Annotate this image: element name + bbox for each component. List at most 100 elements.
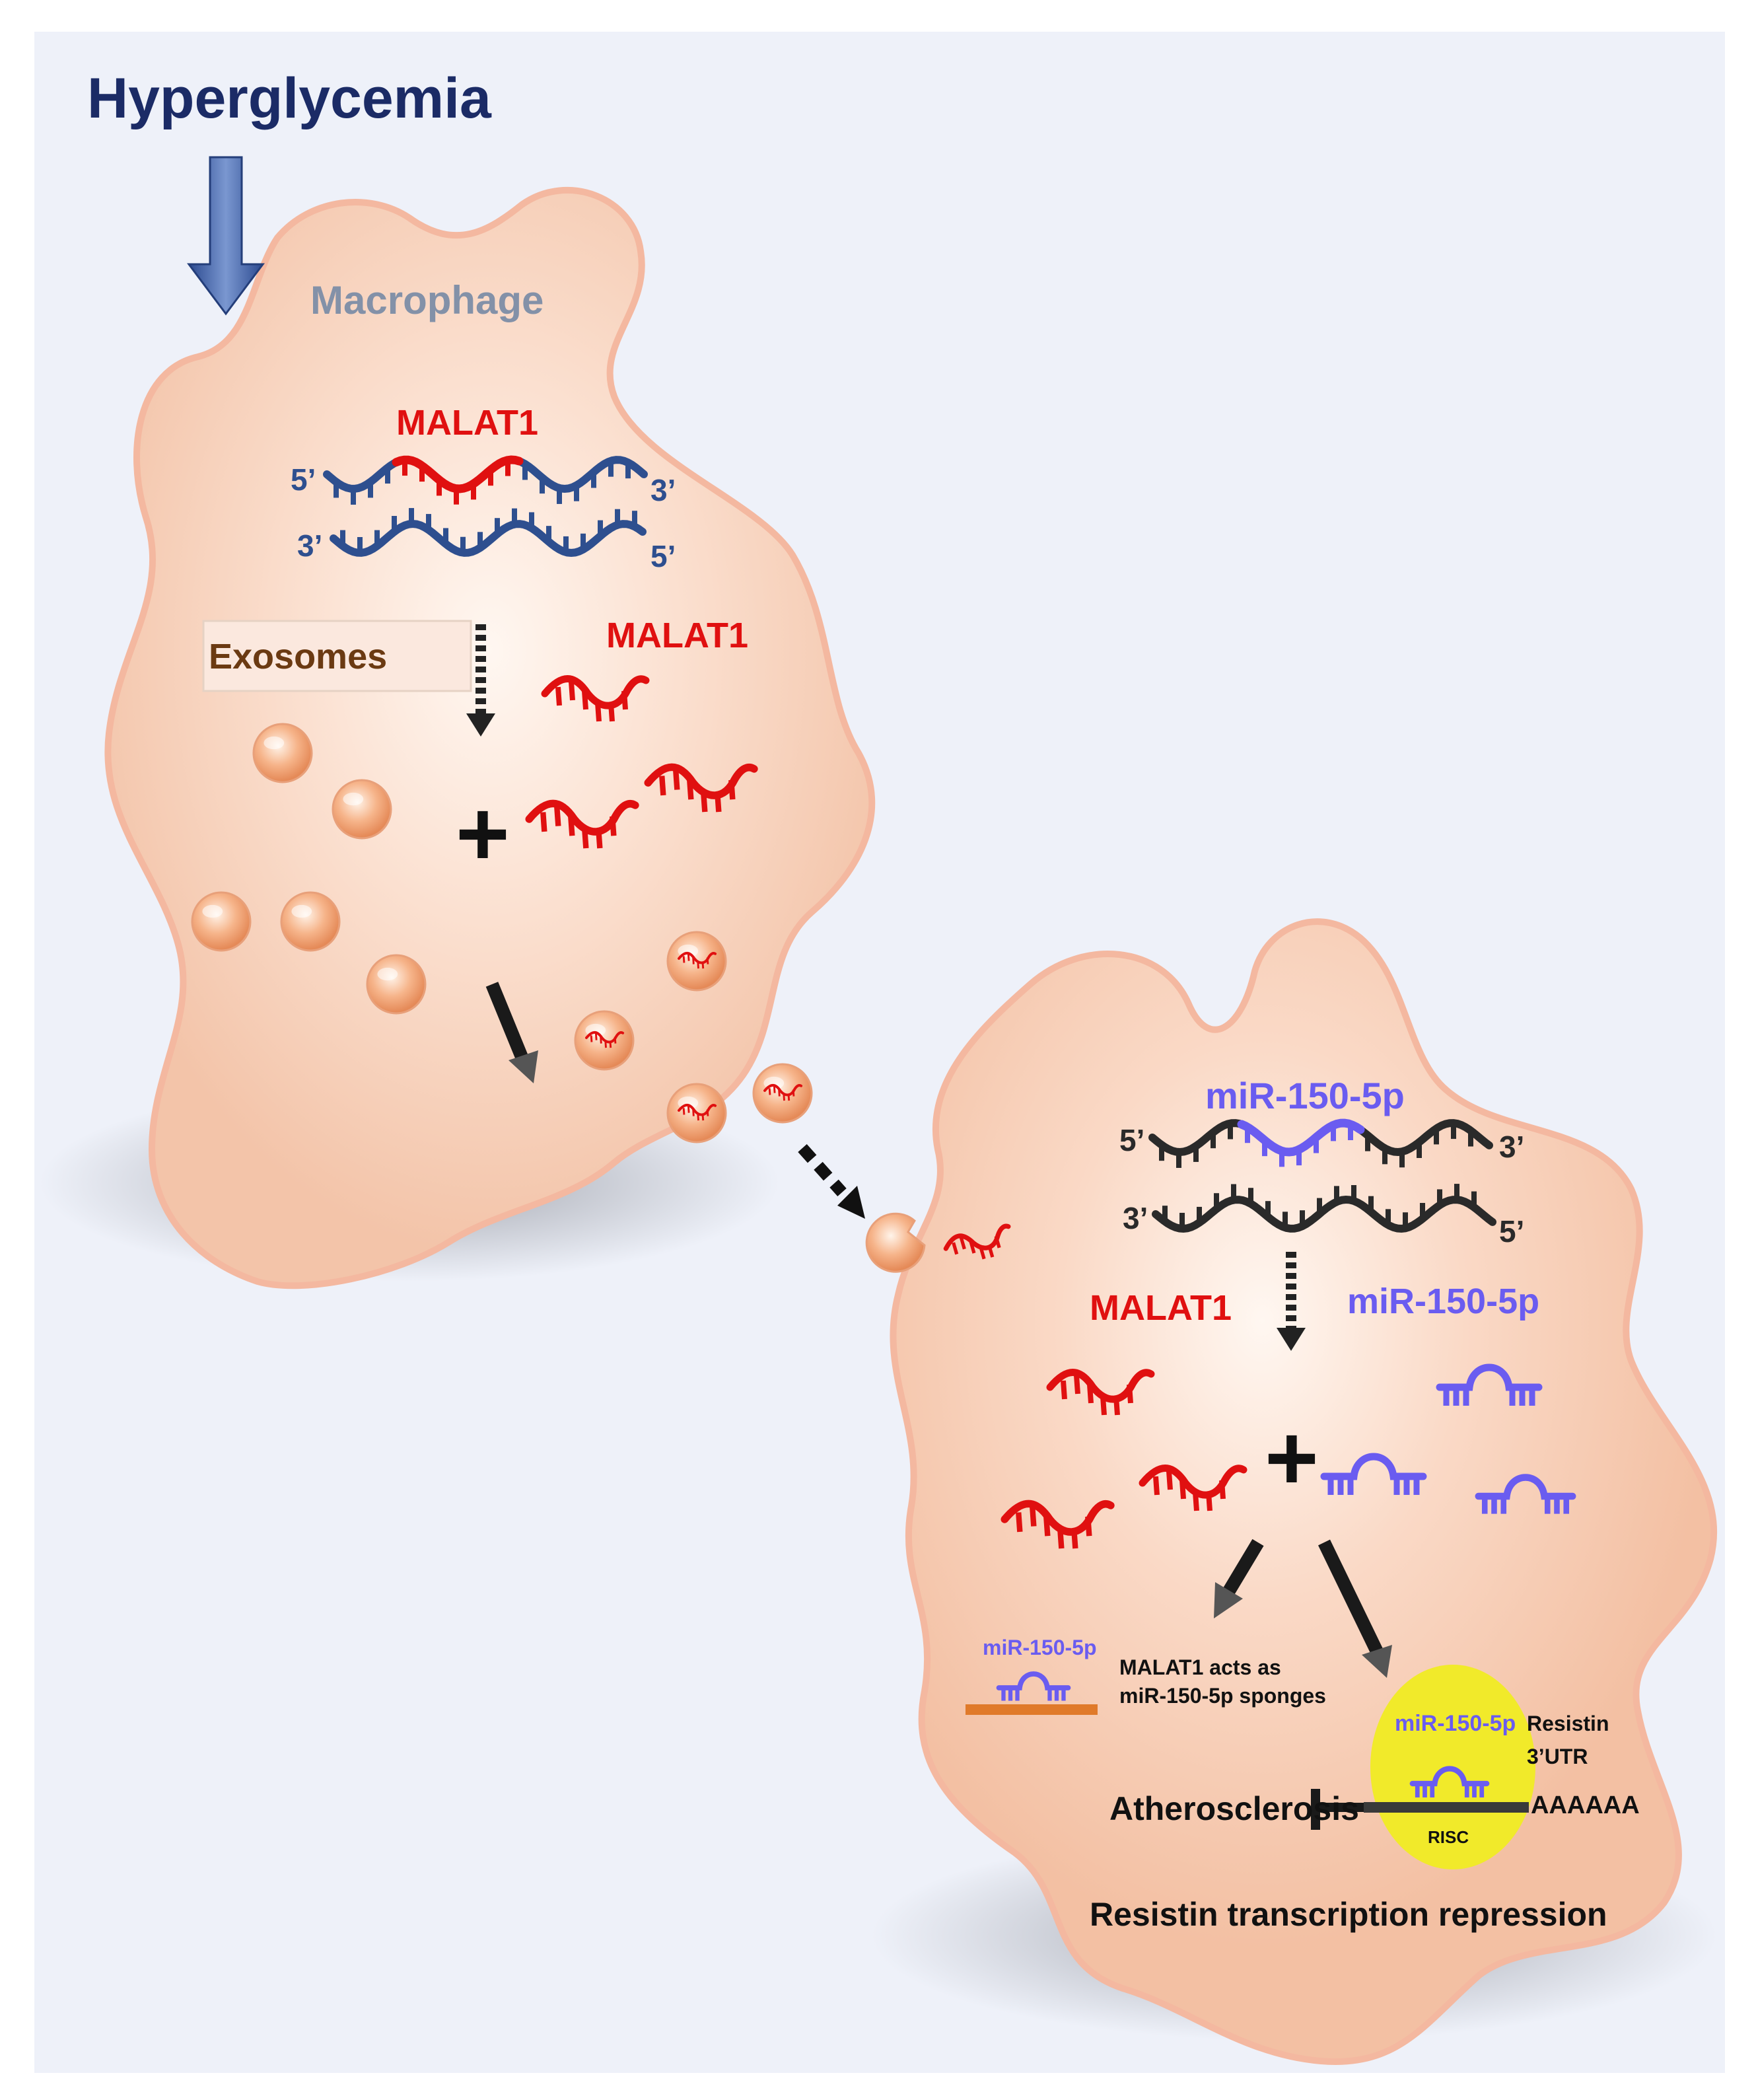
cell2-mirna-3-backbone — [1475, 1474, 1576, 1500]
empty-exosome-2-vesicle — [332, 779, 392, 840]
released-malat1-rna-1-base — [969, 1241, 976, 1254]
released-malat1-rna — [943, 1223, 1011, 1260]
cell1-strand-top-5: 5’ — [291, 462, 316, 497]
loaded-exosome-4 — [752, 1063, 813, 1124]
cell1-malat1-rna-3-base — [715, 792, 722, 813]
cell2-malat1-rna-2-backbone — [1001, 1500, 1115, 1536]
cell2-malat1-rna-3-backbone — [1139, 1465, 1247, 1499]
cell2-dashed-arrow — [1277, 1252, 1306, 1351]
cell2-malat1-rna-3-base — [1153, 1476, 1160, 1496]
cell1-malat1-rna-3-base — [687, 779, 694, 800]
loaded-exosome-1-cargo-base — [697, 961, 699, 969]
cell2-strand-top-3: 3’ — [1499, 1130, 1524, 1164]
loaded-exosome-3 — [666, 1083, 727, 1143]
cell1-malat1-rna-1-base — [582, 690, 588, 710]
loaded-exosome-2-cargo — [585, 1031, 625, 1048]
cell2-strand-top-5: 5’ — [1119, 1123, 1144, 1157]
loaded-exosome-4-cargo-base — [773, 1086, 776, 1093]
loaded-exosome-3-cargo-base — [697, 1113, 699, 1121]
loaded-exosome-2-cargo-base — [600, 1036, 602, 1044]
cell1-dashed-arrow — [466, 624, 495, 737]
loaded-exosome-4-cargo-base — [768, 1088, 771, 1095]
cell2-malat1-rna-1-base — [1100, 1396, 1107, 1416]
empty-exosome-2 — [332, 779, 392, 840]
cell2-gene-label: miR-150-5p — [1205, 1075, 1405, 1116]
cell1-malat1-rna-2-backbone — [525, 799, 639, 836]
risc-mirna-label: miR-150-5p — [1395, 1711, 1516, 1736]
cell2-malat1-rna-2-base — [1057, 1529, 1065, 1549]
empty-exosome-1 — [252, 723, 313, 783]
cell2-left-arrow — [1214, 1539, 1264, 1618]
cell1-malat1-rna-1-backbone — [541, 675, 650, 709]
cell2-mirna-2-backbone — [1320, 1453, 1427, 1480]
cell1-malat1-rna-1-base — [621, 690, 628, 710]
cell1-malat1-rna-2 — [525, 799, 639, 849]
resistin-line2: 3’UTR — [1527, 1745, 1588, 1768]
dna1-bottom-strand — [330, 508, 647, 558]
sponge-text-line1: MALAT1 acts as — [1119, 1655, 1281, 1679]
sponge-bound-mirna — [996, 1671, 1071, 1701]
risc-mirna-backbone — [1409, 1766, 1490, 1787]
cell2-mirna-label: miR-150-5p — [1347, 1282, 1539, 1321]
cell2-malat1-rna-2-base — [1016, 1512, 1023, 1533]
empty-exosome-1-vesicle — [252, 723, 313, 783]
cell1-strand-bottom-5: 5’ — [650, 539, 676, 573]
empty-exosome-5 — [366, 954, 427, 1015]
cell1-plus: + — [456, 781, 510, 885]
cell1-malat1-rna-2-base — [610, 816, 617, 836]
released-malat1-rna-1 — [943, 1223, 1011, 1260]
loaded-exosome-2-cargo-base — [590, 1035, 593, 1042]
cell1-malat1-rna-2-base — [596, 828, 603, 849]
cell1-malat1-rna-2-base — [540, 812, 547, 832]
exosomes-label-box — [202, 620, 472, 692]
transfer-dashed-arrow — [798, 1143, 865, 1219]
loaded-exosome-3-cargo-base — [687, 1106, 690, 1113]
cell2-malat1-rna-3-base — [1193, 1492, 1199, 1511]
cell2-malat1-rna-1-base — [1127, 1384, 1133, 1404]
cell2-plus: + — [1265, 1406, 1319, 1509]
cell2-mirna-group — [1320, 1363, 1576, 1514]
cell2-malat1-rna-2-base — [1043, 1516, 1051, 1537]
cell2-malat1-label: MALAT1 — [1090, 1288, 1232, 1328]
cell2-malat1-rna-1 — [1046, 1369, 1155, 1416]
loaded-exosome-4-cargo-base — [783, 1093, 785, 1101]
cell1-malat1-rna-3 — [644, 763, 758, 813]
loaded-exosome-4-cargo — [763, 1083, 803, 1101]
inhibition-arrow — [1311, 1789, 1364, 1830]
dna2-top-strand-segment — [1237, 1118, 1365, 1157]
cell2-malat1-rna-1-backbone — [1046, 1369, 1155, 1403]
cell2-malat1-rna-1-base — [1074, 1375, 1080, 1394]
empty-exosomes-group — [191, 723, 427, 1015]
cell1-malat1-rna-1-base — [569, 681, 575, 701]
cell1-malat1-rna-1-base — [608, 702, 615, 722]
risc-mirna — [1409, 1766, 1490, 1797]
exosomes-label: Exosomes — [209, 637, 387, 676]
dna2-top-strand — [1148, 1118, 1493, 1168]
cell2-dna-helix — [1148, 1118, 1496, 1233]
dna1-top-strand — [323, 455, 648, 505]
malat1-sponge-strand — [966, 1704, 1098, 1715]
macrophage-cell — [104, 186, 876, 1289]
dna2-bottom-strand — [1152, 1184, 1496, 1233]
cell2-right-arrow — [1318, 1539, 1392, 1678]
loaded-exosome-3-cargo-base — [706, 1109, 709, 1116]
cell2-malat1-rna-2 — [1001, 1500, 1115, 1549]
empty-exosome-3 — [191, 891, 252, 952]
cell2-malat1-rna-3-base — [1179, 1480, 1186, 1500]
loaded-exosome-3-cargo-base — [692, 1109, 695, 1116]
cell1-malat1-rna-3-base — [673, 770, 680, 790]
empty-exosome-3-vesicle — [191, 891, 252, 952]
cell1-rna-label: MALAT1 — [606, 616, 748, 655]
dna2-bottom-strand-backbone — [1152, 1195, 1496, 1233]
resistin-repression-label: Resistin transcription repression — [1090, 1896, 1607, 1933]
resistin-mrna-strand — [1364, 1802, 1529, 1813]
atherosclerosis-label: Atherosclerosis — [1109, 1790, 1359, 1827]
cell2-malat1-rna-1-base — [1113, 1396, 1120, 1416]
empty-exosome-4-highlight — [291, 904, 312, 918]
empty-exosome-4-vesicle — [280, 891, 341, 952]
cell1-malat1-rna-1-base — [595, 702, 602, 722]
cell2-mirna-1-backbone — [1436, 1363, 1543, 1391]
cell1-diagonal-arrow — [485, 982, 538, 1083]
cell1-strand-bottom-3: 3’ — [297, 528, 322, 563]
